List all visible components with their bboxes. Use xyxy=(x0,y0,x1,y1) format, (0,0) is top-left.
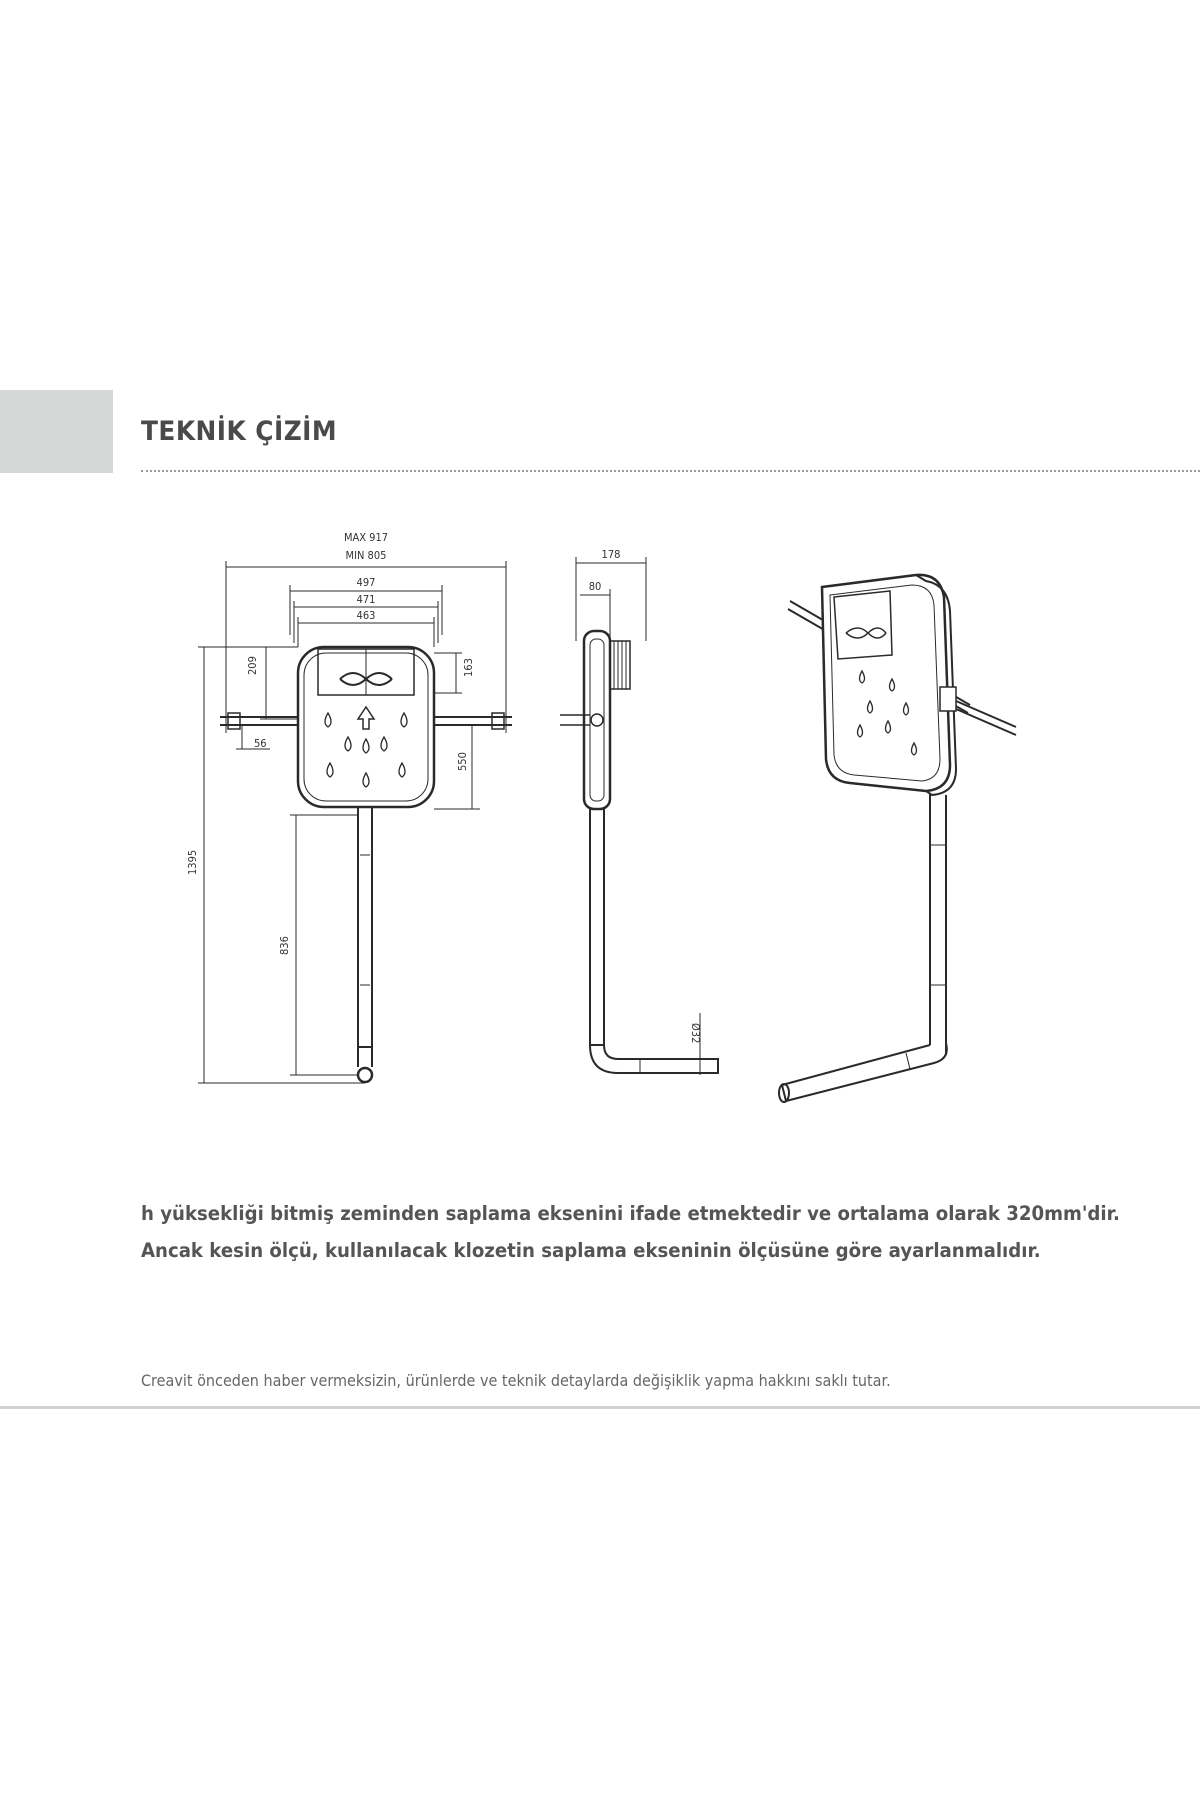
front-view: MAX 917 MIN 805 497 471 463 xyxy=(186,531,512,1084)
dim-463: 463 xyxy=(357,609,376,622)
dim-min: MIN 805 xyxy=(346,549,387,562)
dim-56: 56 xyxy=(254,737,267,750)
dim-497: 497 xyxy=(357,576,376,589)
dim-209: 209 xyxy=(246,656,259,675)
dotted-divider xyxy=(141,470,1200,472)
footer-divider xyxy=(0,1406,1200,1409)
dim-471: 471 xyxy=(357,593,376,606)
dim-163: 163 xyxy=(462,658,475,677)
dim-80: 80 xyxy=(589,580,602,593)
footer-disclaimer: Creavit önceden haber vermeksizin, ürünl… xyxy=(141,1371,891,1390)
dim-max: MAX 917 xyxy=(344,531,388,544)
dim-pipe: Ø32 xyxy=(689,1023,702,1043)
note-line-1: h yüksekliği bitmiş zeminden saplama eks… xyxy=(141,1202,1120,1225)
isometric-view xyxy=(778,573,1017,1103)
dim-1395: 1395 xyxy=(186,850,199,875)
section-tab-block xyxy=(0,390,113,473)
dim-550: 550 xyxy=(456,752,469,771)
dim-178: 178 xyxy=(602,548,621,561)
technical-note: h yüksekliği bitmiş zeminden saplama eks… xyxy=(141,1195,1120,1269)
dim-836: 836 xyxy=(278,936,291,955)
section-title: TEKNİK ÇİZİM xyxy=(141,416,338,447)
technical-drawing: MAX 917 MIN 805 497 471 463 xyxy=(186,531,1017,1103)
side-view: 178 80 Ø32 xyxy=(560,548,719,1075)
note-line-2: Ancak kesin ölçü, kullanılacak klozetin … xyxy=(141,1239,1041,1262)
